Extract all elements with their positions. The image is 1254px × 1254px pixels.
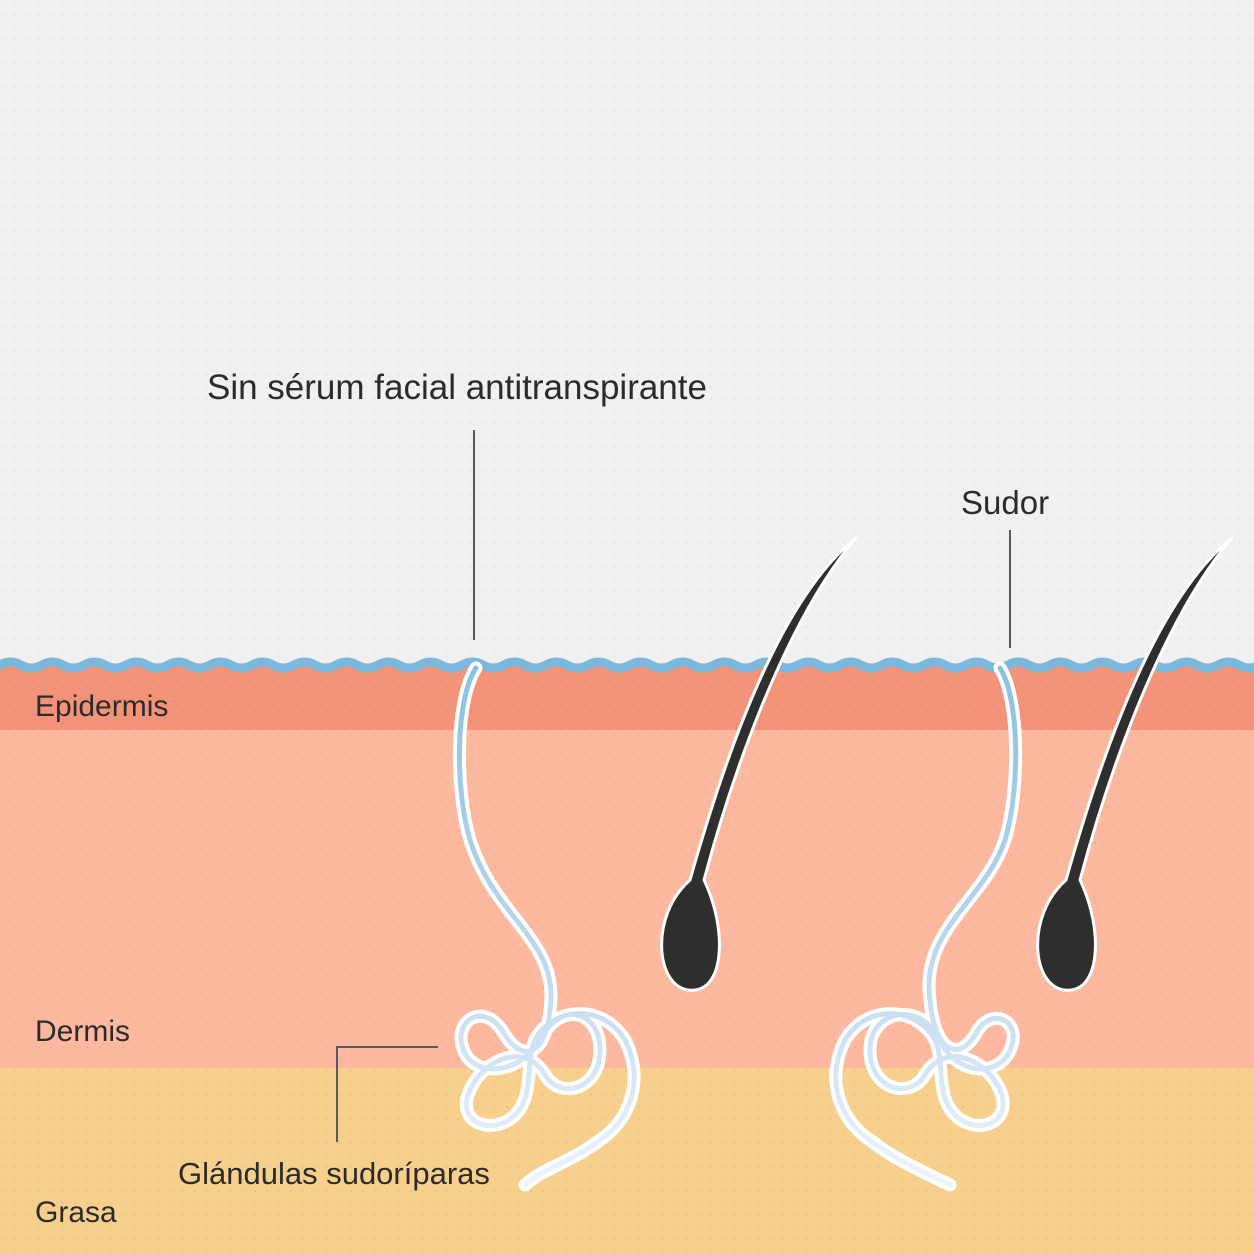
glands-leader-line (336, 1046, 438, 1142)
diagram-title: Sin sérum facial antitranspirante (207, 368, 707, 407)
sweat-film (0, 657, 1254, 673)
sweat-label: Sudor (961, 484, 1050, 521)
sweat-gland-icon (452, 661, 641, 1192)
hair-follicle-icon (660, 536, 858, 992)
sweat-glands-label: Glándulas sudoríparas (178, 1156, 490, 1191)
fat-label: Grasa (35, 1196, 117, 1229)
hair-follicle-icon (1036, 536, 1234, 992)
dermis-label: Dermis (35, 1015, 130, 1048)
sweat-gland-icon (829, 661, 1023, 1192)
epidermis-label: Epidermis (35, 690, 169, 723)
